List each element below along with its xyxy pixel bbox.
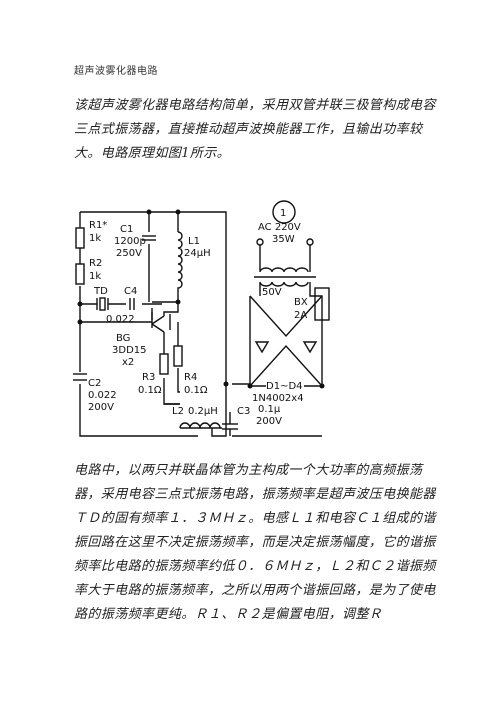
label-l1-value: 24μH (184, 248, 211, 259)
label-r1: R1* (89, 220, 107, 231)
label-c3-value1: 0.1μ (258, 404, 281, 415)
label-bg: BG (116, 333, 130, 344)
body-paragraph: 电路中，以两只并联晶体管为主构成一个大功率的高频振荡器，采用电容三点式振荡电路，… (74, 463, 436, 622)
ac-terminal-left (256, 238, 264, 246)
label-ac: AC 220V (258, 222, 301, 233)
inductor-l1 (177, 231, 183, 292)
capacitor-c2 (73, 373, 87, 381)
label-bg-value1: 3DD15 (112, 345, 147, 356)
capacitor-c3 (222, 412, 238, 436)
label-r3: R3 (142, 372, 155, 383)
label-bx: BX (294, 297, 308, 308)
label-r1-value: 1k (89, 233, 101, 244)
label-figure-number: 1 (280, 208, 286, 219)
resistor-r3 (159, 353, 169, 375)
intro-paragraph: 该超声波雾化器电路结构简单，采用双管并联三极管构成电容三点式振荡器，直接推动超声… (74, 98, 436, 161)
label-c4: C4 (124, 286, 137, 297)
transistor-bg (151, 312, 171, 330)
label-r4-value: 0.1Ω (184, 385, 208, 396)
capacitor-c4 (129, 298, 135, 310)
label-ac-power: 35W (272, 234, 295, 245)
label-c1-value2: 250V (116, 248, 142, 259)
label-c1: C1 (120, 224, 133, 235)
label-bx-value: 2A (294, 310, 307, 321)
label-transformer-secondary: 50V (262, 287, 282, 298)
label-c2-value1: 0.022 (88, 390, 117, 401)
resistor-r2 (75, 263, 85, 285)
label-r2-value: 1k (89, 271, 101, 282)
resistor-r4 (173, 345, 183, 367)
capacitor-c1 (142, 235, 156, 241)
label-c2: C2 (88, 378, 101, 389)
label-bg-value2: x2 (122, 357, 134, 368)
label-c4-value: 0.022 (106, 314, 135, 325)
label-c3: C3 (237, 406, 250, 417)
label-c1-value1: 1200p (114, 236, 146, 247)
label-r3-value: 0.1Ω (138, 385, 162, 396)
label-td: TD (93, 286, 108, 297)
ac-terminal-right (306, 238, 314, 246)
transducer-td (96, 297, 109, 311)
label-c3-value2: 200V (256, 416, 282, 427)
label-r4: R4 (184, 372, 197, 383)
transformer (254, 245, 323, 320)
label-d: D1~D4 (266, 381, 303, 392)
inductor-l2 (179, 422, 221, 429)
document-title: 超声波雾化器电路 (74, 66, 158, 77)
label-l2-value: 0.2μH (188, 406, 218, 417)
label-c2-value2: 200V (88, 402, 114, 413)
bridge-rectifier (249, 295, 323, 387)
resistor-r1 (75, 227, 85, 249)
figure-number-circle (272, 200, 296, 224)
junction-dots (77, 209, 325, 389)
label-l2: L2 (172, 406, 184, 417)
label-l1: L1 (188, 236, 200, 247)
label-r2: R2 (89, 258, 102, 269)
circuit-diagram: R1* 1k R2 1k C1 1200p 250V L1 24μH TD C4… (73, 200, 330, 437)
label-d-value: 1N4002x4 (252, 393, 304, 404)
